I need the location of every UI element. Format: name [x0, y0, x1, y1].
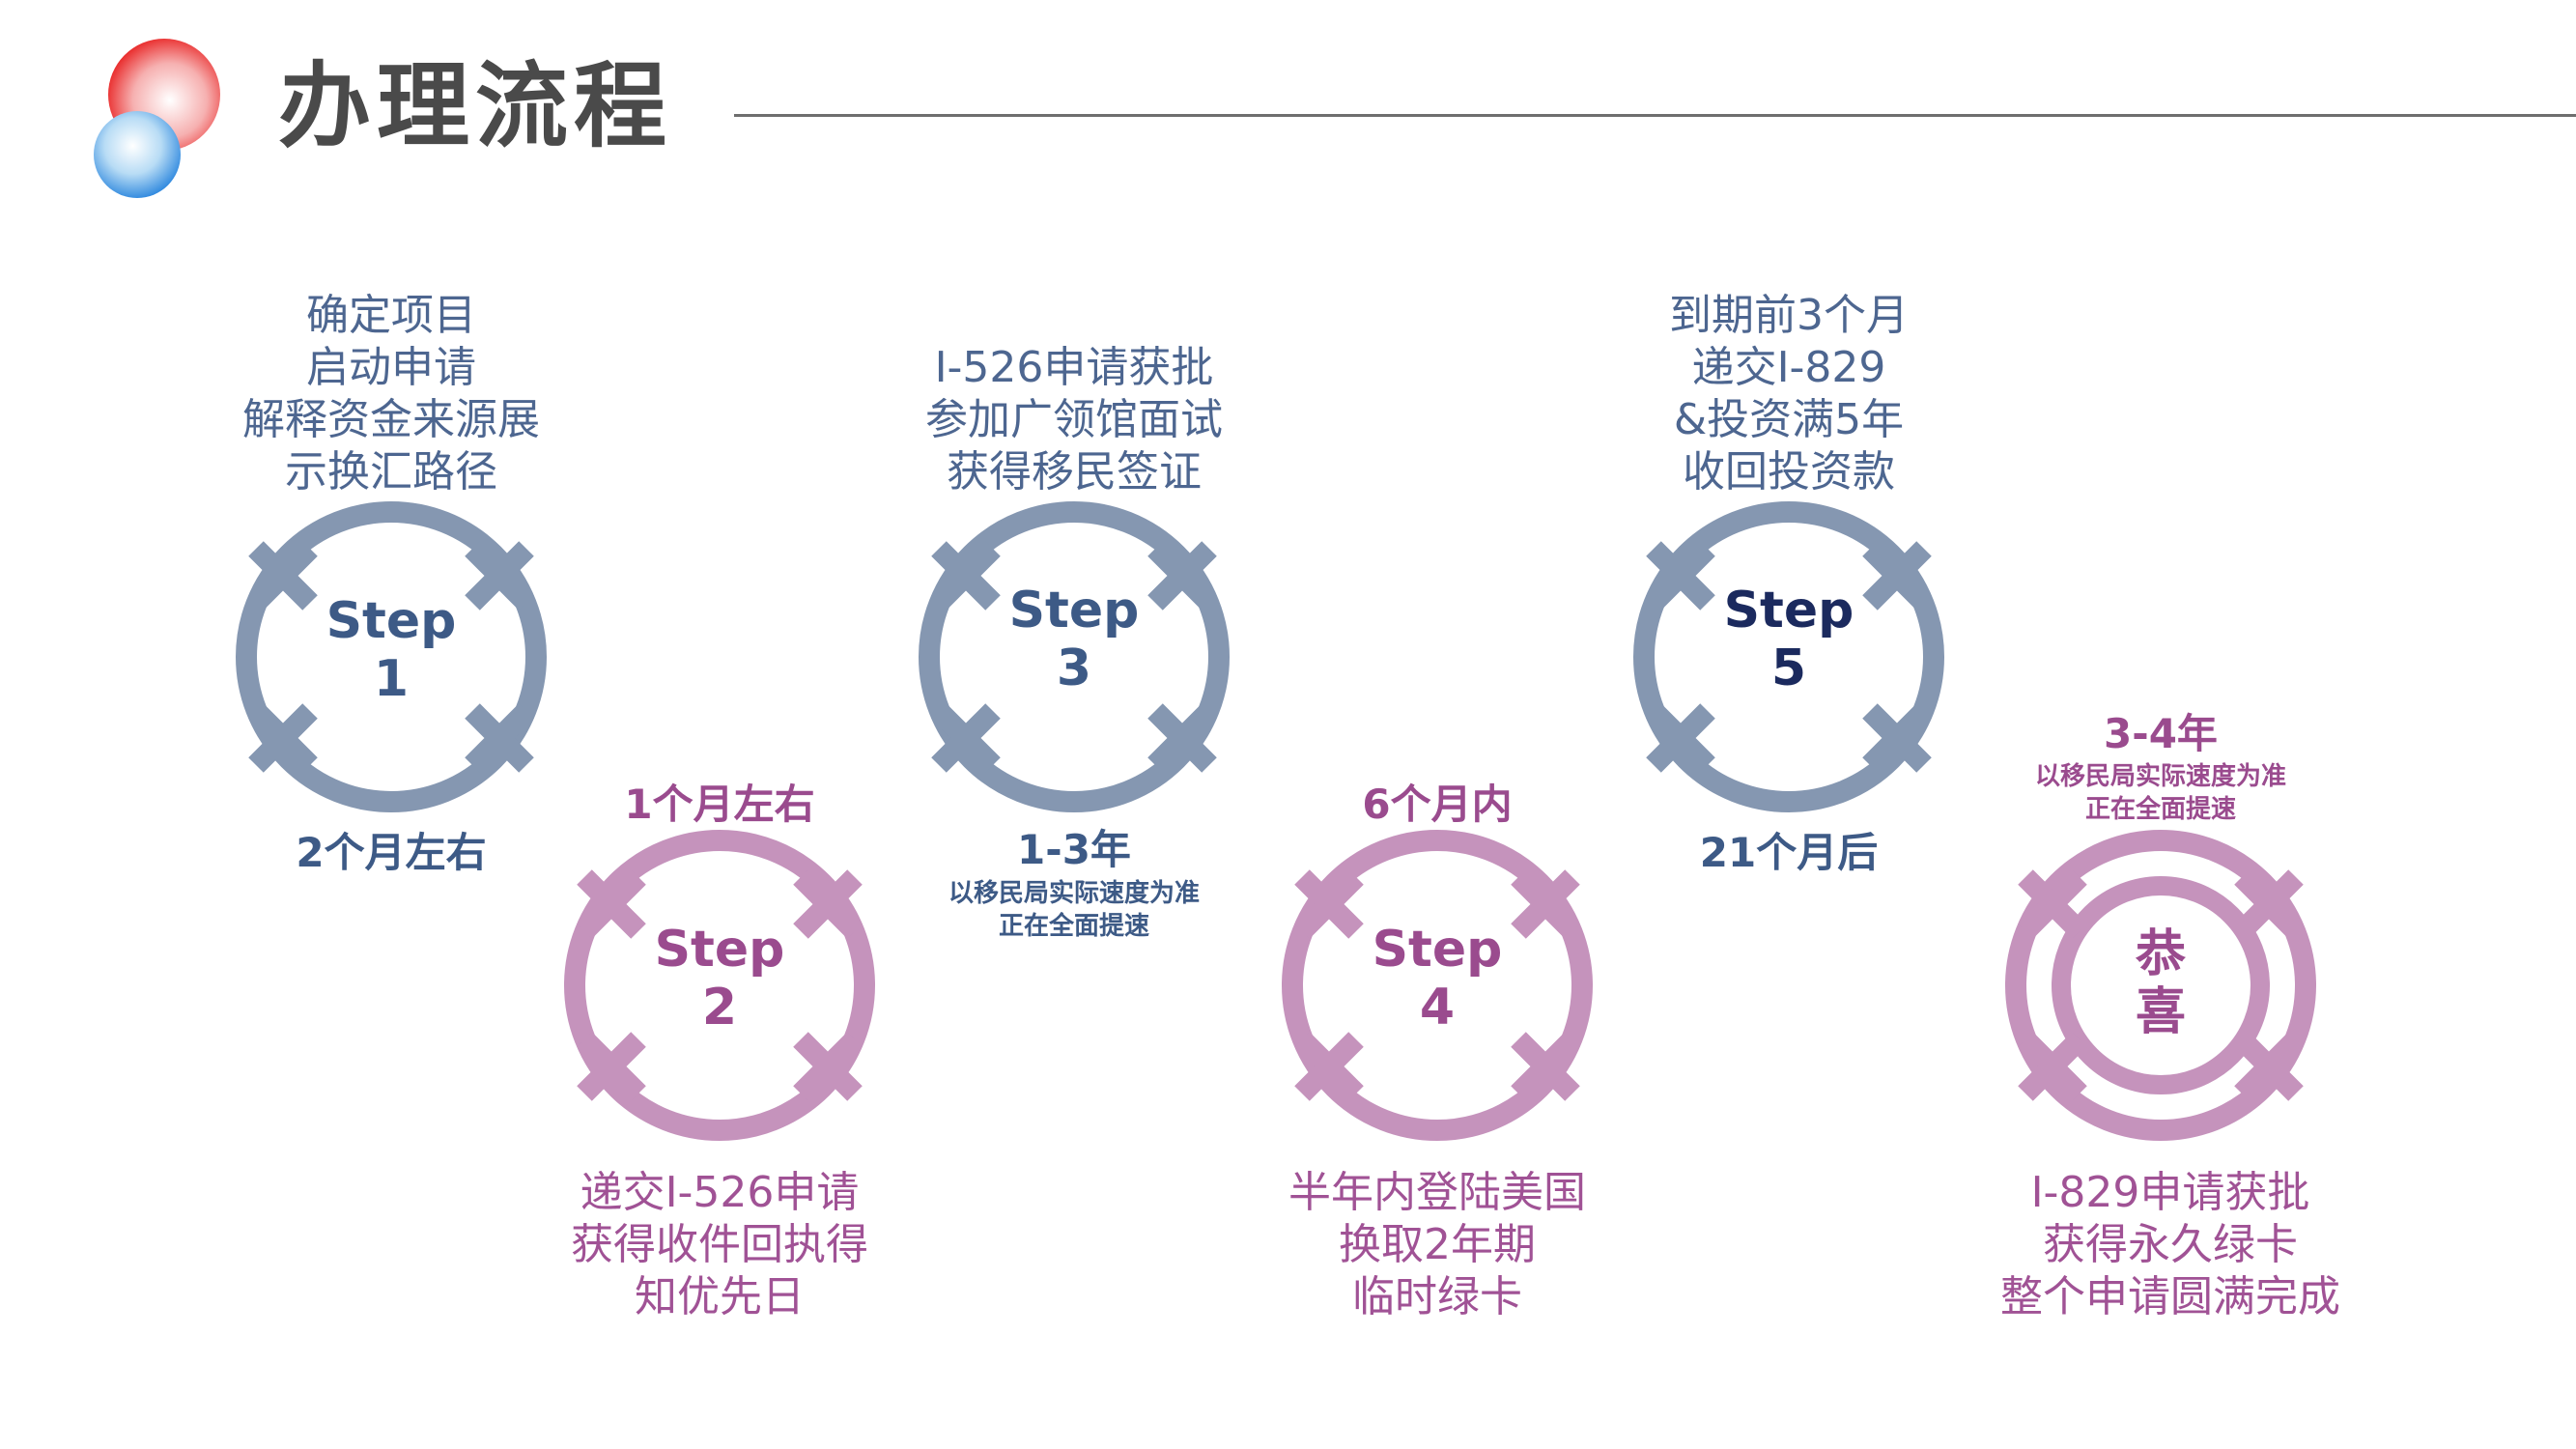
- step-3-description: I-526申请获批 参加广领馆面试 获得移民签证: [925, 343, 1223, 497]
- final-center-char-1: 恭: [2135, 925, 2186, 983]
- step-3-circle: Step 3: [910, 493, 1238, 821]
- step-2-description: 递交I-526申请 获得收件回执得 知优先日: [571, 1168, 868, 1321]
- step-1-description: 确定项目 启动申请 解释资金来源展 示换汇路径: [242, 291, 540, 497]
- step-4-duration: 6个月内: [1362, 781, 1513, 828]
- ring-icon: [919, 501, 1230, 812]
- step-2-number: 2: [701, 979, 738, 1037]
- ring-icon: [564, 830, 875, 1141]
- step-5-description: 到期前3个月 递交I-829 &投资满5年 收回投资款: [1669, 291, 1909, 497]
- step-1-number: 1: [373, 650, 410, 708]
- step-1-circle: Step 1: [227, 493, 555, 821]
- final-duration: 3-4年: [2104, 710, 2218, 757]
- step-5-duration: 21个月后: [1699, 829, 1879, 876]
- ring-icon: [1633, 501, 1944, 812]
- step-3-duration: 1-3年: [1017, 826, 1131, 873]
- step-4-number: 4: [1419, 979, 1456, 1037]
- step-5-label: Step: [1723, 582, 1854, 639]
- page-title: 办理流程: [278, 52, 672, 160]
- final-description: I-829申请获批 获得永久绿卡 整个申请圆满完成: [2000, 1168, 2340, 1321]
- step-2-label: Step: [654, 921, 785, 979]
- step-4-description: 半年内登陆美国 换取2年期 临时绿卡: [1288, 1168, 1586, 1321]
- final-note: 以移民局实际速度为准 正在全面提速: [2034, 762, 2286, 824]
- double-ring-icon: [2005, 830, 2316, 1141]
- final-circle: 恭 喜: [1996, 821, 2325, 1150]
- logo-icon: [94, 39, 220, 198]
- title-divider: [734, 114, 2576, 117]
- step-2-duration: 1个月左右: [624, 781, 815, 828]
- step-2-circle: Step 2: [555, 821, 884, 1150]
- final-center-char-2: 喜: [2135, 983, 2186, 1041]
- step-5-number: 5: [1770, 639, 1807, 697]
- step-5-circle: Step 5: [1625, 493, 1953, 821]
- step-3-note: 以移民局实际速度为准 正在全面提速: [948, 879, 1200, 941]
- step-3-label: Step: [1008, 582, 1140, 639]
- step-1-label: Step: [326, 592, 457, 650]
- step-4-label: Step: [1372, 921, 1503, 979]
- ring-icon: [1282, 830, 1593, 1141]
- step-1-duration: 2个月左右: [296, 829, 487, 876]
- ring-icon: [236, 501, 547, 812]
- step-4-circle: Step 4: [1273, 821, 1601, 1150]
- step-3-number: 3: [1056, 639, 1092, 697]
